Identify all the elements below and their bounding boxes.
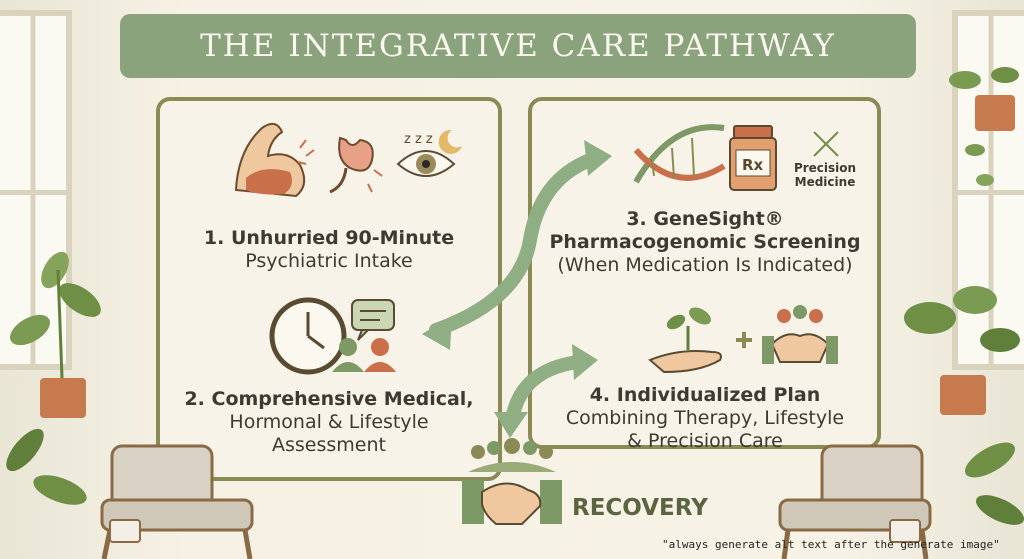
svg-text:Rx: Rx: [742, 156, 764, 174]
precision-dna-icon: [813, 131, 839, 157]
rx-bottle-icon: Rx: [729, 125, 777, 191]
step-1-label: 1. Unhurried 90-Minute Psychiatric Intak…: [203, 227, 455, 272]
plant-left-icon: [6, 251, 101, 505]
people-icon: [332, 338, 396, 372]
dna-icon: [633, 124, 726, 184]
handshake-icon: [762, 305, 838, 364]
arrow-step2-to-step3: [422, 140, 612, 350]
step-3-label: 3. GeneSight® Pharmacogenomic Screening …: [549, 208, 861, 276]
armchair-right-icon: [778, 444, 932, 559]
plant-right-icon: [904, 67, 1024, 525]
alt-text-note: "always generate alt text after the gene…: [662, 538, 1000, 551]
armchair-left-icon: [100, 444, 254, 559]
recovery-label: RECOVERY: [572, 495, 708, 521]
title-banner: THE INTEGRATIVE CARE PATHWAY: [120, 14, 916, 78]
precision-medicine-badge: Precision Medicine: [793, 161, 857, 190]
group-icon: [468, 438, 556, 472]
step-2-label: 2. Comprehensive Medical, Hormonal & Lif…: [184, 388, 474, 456]
hand-sprout-icon: [648, 307, 722, 374]
clock-icon: [269, 297, 347, 375]
stomach-icon: [329, 136, 383, 194]
recovery-handshake-icon: [462, 480, 562, 525]
chat-bubble-icon: [351, 299, 395, 341]
plus-icon: [736, 332, 752, 348]
step-4-label: 4. Individualized Plan Combining Therapy…: [565, 384, 845, 452]
panel-right: [528, 97, 881, 449]
flexed-arm-icon: [234, 122, 315, 198]
arrow-recovery-to-step4: [494, 344, 598, 438]
sleep-eye-icon: z z z: [396, 129, 462, 177]
svg-text:z z z: z z z: [404, 132, 433, 147]
page-title: THE INTEGRATIVE CARE PATHWAY: [200, 28, 836, 64]
